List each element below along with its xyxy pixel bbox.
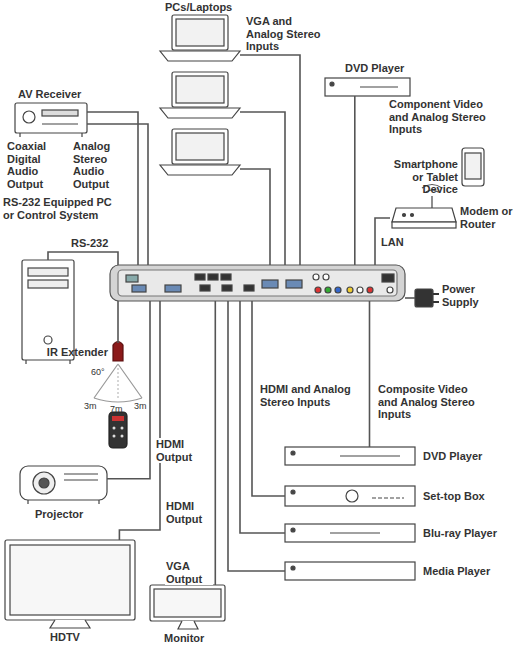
device-node: Projector [20, 462, 107, 504]
device-label: Power Supply [442, 283, 512, 308]
cable-line [369, 301, 371, 447]
device-node: IR Extender [112, 343, 124, 361]
cable-line [117, 301, 119, 343]
annotation-label: VGA and Analog Stereo Inputs [246, 15, 328, 53]
device-node [110, 265, 405, 301]
smartphone-icon [462, 148, 484, 186]
device-node: Set-top Box [285, 486, 415, 506]
device-label: Smartphone or Tablet Device [384, 158, 458, 196]
cable-line [240, 301, 285, 533]
receiver-icon [15, 103, 87, 137]
monitor-icon [150, 585, 225, 629]
player-icon [285, 78, 415, 580]
device-label: DVD Player [423, 450, 511, 463]
device-node: DVD Player [285, 447, 415, 465]
cable-label: RS-232 [70, 237, 118, 250]
annotation-label: 7m [110, 404, 126, 414]
projector-icon [20, 466, 107, 504]
device-label: HDTV [50, 631, 110, 644]
cable-label: VGA Output [165, 560, 213, 585]
cable-label: Coaxial Digital Audio Output [6, 140, 70, 191]
laptop-cable [240, 55, 300, 265]
annotation-label: PCs/Laptops [165, 1, 255, 14]
device-label: Monitor [164, 632, 224, 645]
cable-label: Composite Video and Analog Stereo Inputs [377, 383, 487, 421]
device-label: DVD Player [345, 62, 425, 75]
annotation-label: 60° [91, 367, 113, 377]
device-node: DVD Player [325, 78, 410, 96]
cable-label: HDMI Output [165, 500, 213, 525]
device-node: Monitor [150, 585, 225, 629]
device-node: Blu-ray Player [285, 524, 415, 542]
cable-line [228, 301, 285, 571]
laptop-icon [160, 15, 240, 175]
device-node: Power Supply [415, 287, 437, 309]
device-node: Media Player [285, 562, 415, 580]
device-label: AV Receiver [18, 88, 98, 101]
device-label: Modem or Router [460, 205, 514, 230]
annotation-label: 3m [84, 401, 100, 411]
device-label: Blu-ray Player [423, 527, 511, 540]
annotation-label: 3m [134, 401, 150, 411]
hdtv-icon [5, 540, 135, 628]
power-supply-icon [415, 289, 439, 307]
device-node: AV Receiver [15, 103, 87, 133]
annotation-label: HDMI and Analog Stereo Inputs [260, 383, 354, 408]
device-label: IR Extender [36, 346, 108, 359]
cable-label: LAN [380, 236, 412, 249]
cable-line [119, 301, 160, 540]
cable-line [215, 301, 217, 585]
cable-label: HDMI Output [155, 438, 203, 463]
cable-label: Component Video and Analog Stereo Inputs [388, 98, 494, 136]
device-label: RS-232 Equipped PC or Control System [3, 196, 115, 221]
device-label: Media Player [423, 565, 511, 578]
device-node: RS-232 Equipped PC or Control System [22, 260, 74, 360]
cable-label: Analog Stereo Audio Output [72, 140, 134, 191]
switcher-icon [110, 265, 405, 301]
cable-line [48, 252, 118, 265]
cable-line [354, 96, 356, 265]
device-label: Set-top Box [423, 490, 511, 503]
cable-line [405, 297, 415, 299]
device-node: HDTV [5, 540, 135, 628]
device-label: Projector [35, 508, 107, 521]
cable-line [107, 301, 150, 479]
device-node: Smartphone or Tablet Device [462, 148, 484, 186]
device-node: Modem or Router [390, 208, 456, 228]
